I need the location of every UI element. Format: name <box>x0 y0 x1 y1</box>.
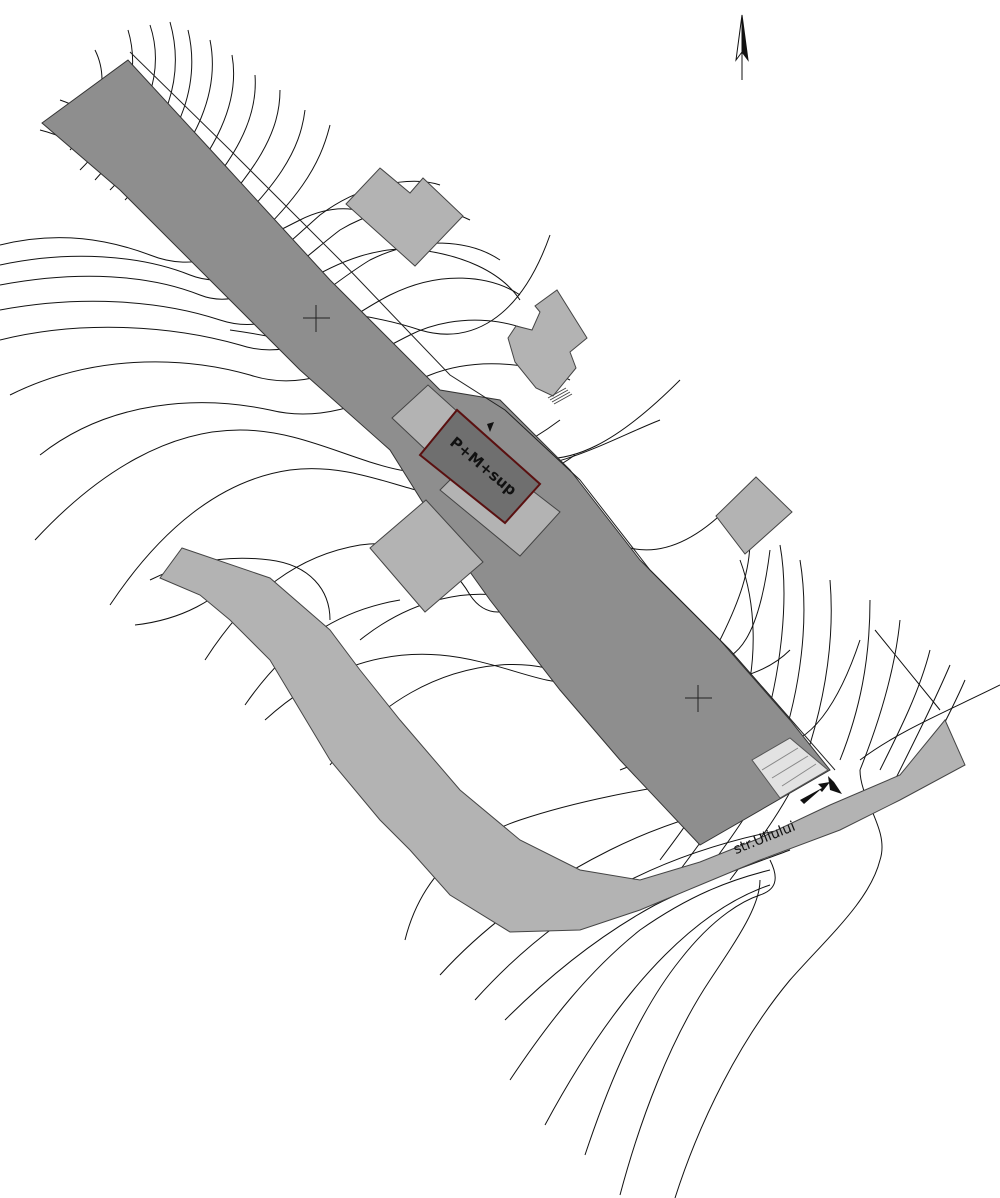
plot-boundary-line <box>129 51 836 771</box>
access-arrow-icon <box>828 776 842 794</box>
neighbor-building <box>345 167 464 267</box>
neighbor-building <box>507 289 588 397</box>
access-arrow-icon <box>800 782 830 804</box>
neighbor-building <box>369 499 484 613</box>
parking-area <box>751 737 829 799</box>
street-road <box>159 547 966 933</box>
crosshair-marker-icon <box>303 305 330 332</box>
entrance-marker-icon <box>487 422 494 432</box>
parking-lines <box>761 747 817 787</box>
stairs <box>547 387 573 405</box>
proposed-building-footprint <box>418 408 542 525</box>
crosshair-marker-icon <box>685 685 712 712</box>
north-arrow-icon <box>735 14 749 80</box>
neighbor-building <box>715 476 793 555</box>
